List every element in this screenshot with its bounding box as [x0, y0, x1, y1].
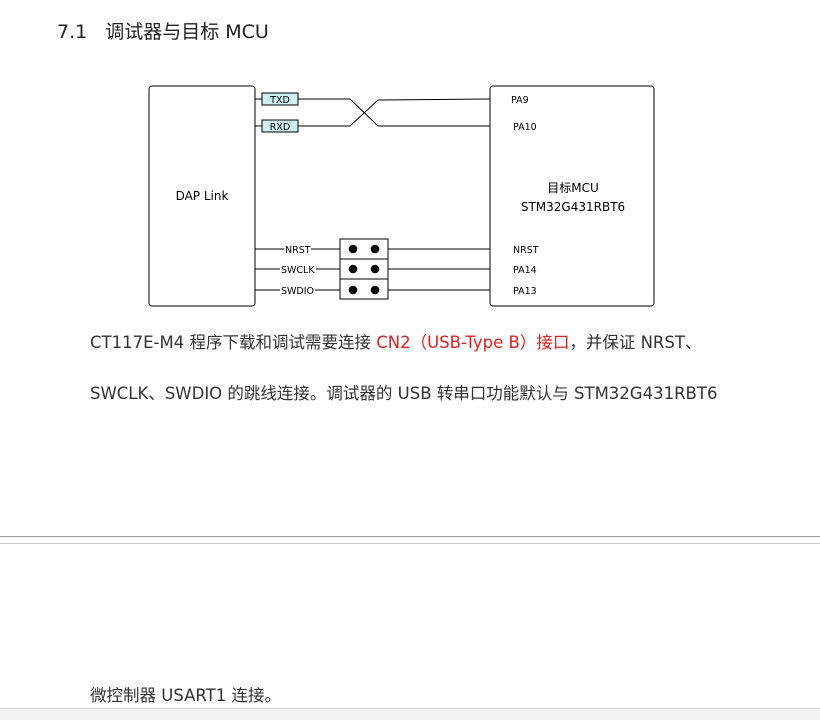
pin-pa13: PA13 — [513, 286, 537, 297]
txd-wire — [298, 98, 490, 127]
paragraph-text: CT117E-M4 程序下载和调试需要连接 — [90, 333, 377, 352]
swd-label-nrst: NRST — [285, 245, 311, 256]
jumper-pin — [348, 264, 358, 274]
pin-pa14: PA14 — [513, 265, 537, 276]
swclk-label-bg — [280, 263, 316, 275]
nrst-label-bg — [284, 243, 311, 255]
pin-pa9: PA9 — [511, 95, 529, 106]
dap-link-box — [148, 85, 256, 307]
rxd-label: RXD — [270, 122, 290, 133]
dap-link-label: DAP Link — [176, 189, 229, 203]
target-mcu-part: STM32G431RBT6 — [521, 200, 625, 214]
jumper-pin — [348, 244, 358, 254]
jumper-header — [339, 238, 389, 300]
jumper-pin — [370, 285, 380, 295]
jumper-pin — [370, 264, 380, 274]
page-footer-edge — [0, 708, 820, 720]
page-break-line — [0, 543, 820, 544]
target-mcu-box — [489, 85, 655, 307]
paragraph-line-1: CT117E-M4 程序下载和调试需要连接 CN2（USB-Type B）接口，… — [90, 329, 701, 353]
jumper-pin — [348, 285, 358, 295]
paragraph-line-2: SWCLK、SWDIO 的跳线连接。调试器的 USB 转串口功能默认与 STM3… — [90, 384, 718, 403]
interface-highlight: CN2（USB-Type B）接口 — [376, 333, 570, 352]
paragraph-continuation: 微控制器 USART1 连接。 — [90, 686, 281, 705]
swdio-label-bg — [280, 284, 315, 296]
section-title: 调试器与目标 MCU — [105, 21, 269, 43]
section-heading: 7.1 调试器与目标 MCU — [57, 17, 269, 44]
rxd-wire — [298, 98, 491, 127]
page-break-line — [0, 536, 820, 537]
jumper-pin — [370, 244, 380, 254]
pin-pa10: PA10 — [513, 122, 537, 133]
connection-diagram: DAP Link 目标MCU STM32G431RBT6 TXD RXD PA9… — [148, 85, 655, 307]
paragraph-text: ，并保证 NRST、 — [569, 333, 702, 352]
target-mcu-label: 目标MCU — [547, 181, 599, 195]
swd-label-swdio: SWDIO — [281, 286, 314, 297]
txd-label: TXD — [269, 95, 290, 106]
pin-nrst: NRST — [513, 245, 539, 256]
section-number: 7.1 — [57, 21, 88, 43]
swd-label-swclk: SWCLK — [281, 265, 315, 276]
